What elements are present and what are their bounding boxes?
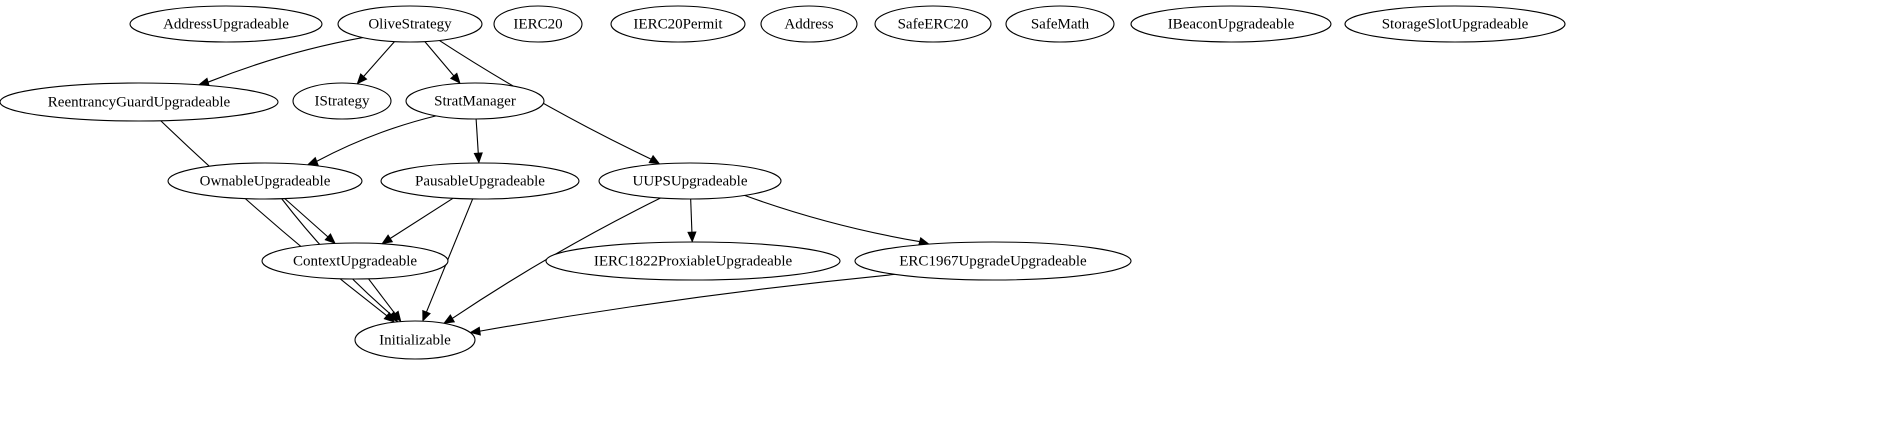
node-ellipse[interactable] bbox=[1005, 5, 1115, 43]
node-ellipse[interactable] bbox=[0, 82, 279, 122]
arrowhead-icon bbox=[306, 156, 319, 166]
node-ellipse[interactable] bbox=[1344, 5, 1566, 43]
graph-node-reentrancyguardupgradeable[interactable]: ReentrancyGuardUpgradeable bbox=[0, 82, 279, 122]
graph-node-ierc20permit[interactable]: IERC20Permit bbox=[610, 5, 746, 43]
graph-edge bbox=[475, 118, 479, 154]
graph-node-safeerc20[interactable]: SafeERC20 bbox=[874, 5, 992, 43]
graph-node-storageslotupgradeable[interactable]: StorageSlotUpgradeable bbox=[1344, 5, 1566, 43]
node-ellipse[interactable] bbox=[129, 5, 323, 43]
graph-edge bbox=[390, 197, 454, 239]
node-ellipse[interactable] bbox=[493, 5, 583, 43]
arrowhead-icon bbox=[687, 231, 697, 243]
edges-layer bbox=[160, 37, 930, 336]
graph-edge bbox=[208, 37, 363, 83]
graph-node-erc1967upgradeupgradeable[interactable]: ERC1967UpgradeUpgradeable bbox=[854, 241, 1132, 281]
graph-node-addressupgradeable[interactable]: AddressUpgradeable bbox=[129, 5, 323, 43]
arrowhead-icon bbox=[449, 72, 461, 85]
node-ellipse[interactable] bbox=[167, 162, 363, 200]
arrowhead-icon bbox=[356, 73, 368, 85]
graph-node-ierc20[interactable]: IERC20 bbox=[493, 5, 583, 43]
graph-edge bbox=[284, 198, 329, 238]
graph-node-ibeaconupgradeable[interactable]: IBeaconUpgradeable bbox=[1130, 5, 1332, 43]
arrowhead-icon bbox=[469, 326, 481, 336]
graph-edge bbox=[425, 198, 474, 313]
graph-edge bbox=[744, 194, 920, 243]
graph-edge bbox=[424, 41, 455, 77]
graph-node-safemath[interactable]: SafeMath bbox=[1005, 5, 1115, 43]
graph-node-pausableupgradeable[interactable]: PausableUpgradeable bbox=[380, 162, 580, 200]
graph-edge bbox=[690, 198, 693, 233]
node-ellipse[interactable] bbox=[380, 162, 580, 200]
graph-edge bbox=[479, 273, 896, 332]
node-ellipse[interactable] bbox=[292, 82, 392, 120]
graph-node-contextupgradeable[interactable]: ContextUpgradeable bbox=[261, 242, 449, 280]
graph-node-initializable[interactable]: Initializable bbox=[354, 320, 476, 360]
arrowhead-icon bbox=[443, 314, 456, 324]
graph-edge bbox=[363, 41, 395, 77]
graph-edge bbox=[316, 115, 437, 162]
arrowhead-icon bbox=[381, 234, 394, 245]
node-ellipse[interactable] bbox=[874, 5, 992, 43]
node-ellipse[interactable] bbox=[1130, 5, 1332, 43]
graph-edge bbox=[368, 278, 396, 314]
node-ellipse[interactable] bbox=[354, 320, 476, 360]
node-ellipse[interactable] bbox=[261, 242, 449, 280]
node-ellipse[interactable] bbox=[405, 82, 545, 120]
arrowhead-icon bbox=[422, 309, 431, 322]
graph-node-address[interactable]: Address bbox=[760, 5, 858, 43]
graph-node-ierc1822proxiableupgradeable[interactable]: IERC1822ProxiableUpgradeable bbox=[545, 241, 841, 281]
node-ellipse[interactable] bbox=[760, 5, 858, 43]
arrowhead-icon bbox=[324, 233, 336, 244]
arrowhead-icon bbox=[648, 154, 661, 165]
graph-node-olivestrategy[interactable]: OliveStrategy bbox=[337, 5, 483, 43]
arrowhead-icon bbox=[391, 310, 402, 323]
graph-node-stratmanager[interactable]: StratManager bbox=[405, 82, 545, 120]
graph-node-istrategy[interactable]: IStrategy bbox=[292, 82, 392, 120]
node-ellipse[interactable] bbox=[545, 241, 841, 281]
arrowhead-icon bbox=[473, 152, 483, 164]
node-ellipse[interactable] bbox=[598, 162, 782, 200]
node-ellipse[interactable] bbox=[854, 241, 1132, 281]
node-ellipse[interactable] bbox=[337, 5, 483, 43]
node-ellipse[interactable] bbox=[610, 5, 746, 43]
graph-node-ownableupgradeable[interactable]: OwnableUpgradeable bbox=[167, 162, 363, 200]
graph-node-uupsupgradeable[interactable]: UUPSUpgradeable bbox=[598, 162, 782, 200]
graph-edge bbox=[160, 120, 388, 317]
